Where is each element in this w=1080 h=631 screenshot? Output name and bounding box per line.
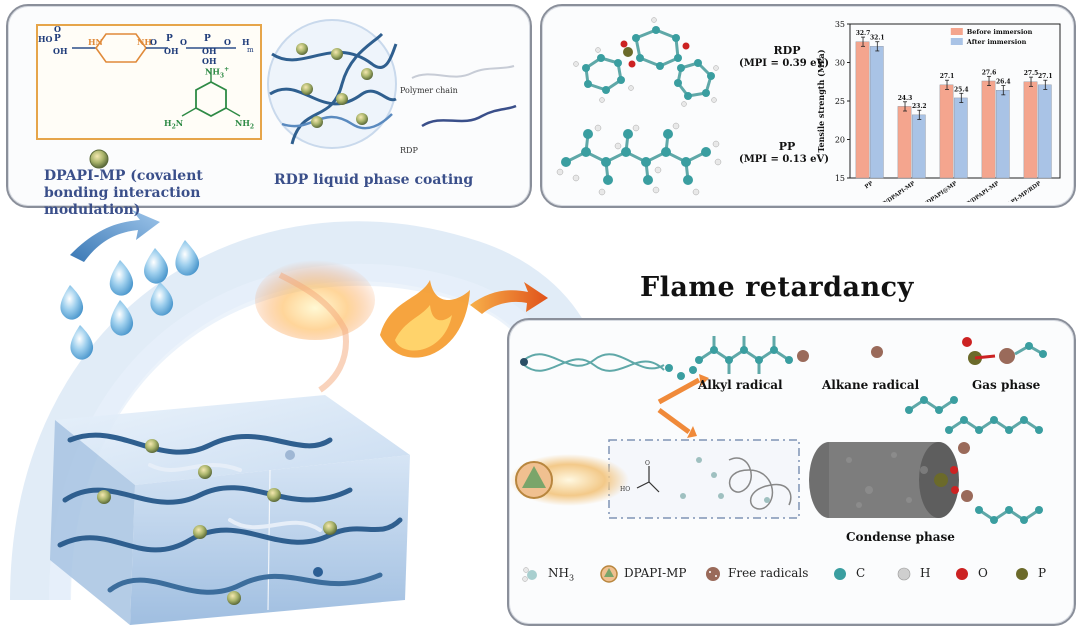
y-tick-label: 30 (835, 59, 845, 68)
structure-label-p2: P (166, 34, 173, 44)
structure-label-m: m (247, 46, 254, 54)
structure-label-h2n: H2N (164, 118, 184, 131)
structure-label-o2: O (150, 37, 157, 47)
phosphate-o-label: O (645, 460, 650, 467)
oxygen-atom-icon (956, 568, 968, 580)
gas-phase-label: Gas phase (972, 378, 1041, 392)
y-tick-label: 35 (835, 20, 845, 29)
bar-before (981, 80, 996, 179)
bar-value-label: 23.2 (912, 103, 927, 110)
legend-c: C (856, 566, 866, 580)
bar-value-label: 32.1 (870, 35, 885, 42)
y-tick-label: 15 (835, 174, 845, 183)
structure-label-oh1: OH (53, 46, 68, 56)
bar-value-label: 27.1 (1038, 73, 1053, 80)
dpapi-bead-icon (89, 149, 109, 169)
y-tick-label: 20 (835, 136, 845, 145)
x-tick-label: PP (864, 181, 874, 191)
rdp-molecule-label: RDP (773, 44, 801, 57)
bar-after (911, 114, 926, 179)
structure-label-o4: O (224, 37, 231, 47)
bar-after (953, 97, 968, 179)
flame-mechanism (509, 336, 1047, 524)
polymer-chain-label: Polymer chain (400, 86, 458, 95)
up-arrow-icon (70, 210, 160, 262)
dpapi-caption: DPAPI-MP (covalent bonding interaction m… (44, 168, 203, 218)
legend-swatch (950, 38, 963, 45)
bar-value-label: 24.3 (898, 95, 913, 102)
dpapi-structure (72, 33, 241, 118)
legend-free-radicals: Free radicals (728, 566, 809, 580)
legend-label: Before immersion (967, 28, 1033, 36)
right-arrow-icon (470, 282, 548, 314)
pp-molecule (556, 122, 722, 196)
structure-label-h: H (242, 37, 250, 47)
flame-icon (255, 260, 470, 393)
structure-label-nh2: NH2 (235, 118, 255, 131)
legend: NH3 DPAPI-MP Free radicals C H O P (520, 562, 1060, 586)
bar-before (939, 84, 954, 179)
carbon-atom-icon (834, 568, 846, 580)
x-tick-label: PP/DPAPI-MP (878, 181, 916, 202)
structure-label-oh3: OH (202, 46, 217, 56)
rdp-caption: RDP liquid phase coating (274, 172, 474, 188)
pp-mpi-value: (MPI = 0.13 eV) (738, 154, 830, 165)
x-tick-label: PP/DPAPI@MP (917, 180, 958, 202)
hydrogen-atom-icon (897, 567, 911, 581)
bar-value-label: 25.4 (954, 86, 969, 93)
structure-label-nh: NH (137, 37, 152, 47)
legend-swatch (950, 28, 963, 35)
water-drops-icon (60, 240, 200, 360)
dpapi-legend-icon (600, 565, 618, 583)
polymer-chain-icon (411, 65, 517, 128)
structure-label-oh2: OH (164, 46, 179, 56)
bar-value-label: 27.5 (1024, 70, 1039, 77)
structure-label-o3: O (180, 37, 187, 47)
bar-before (855, 41, 870, 179)
rdp-coating-illustration (267, 19, 398, 149)
nh3-icon (522, 567, 537, 582)
legend-o: O (978, 566, 988, 580)
legend-p: P (1038, 566, 1047, 580)
bar-before (1023, 81, 1038, 179)
phosphate-ho-label: HO (620, 486, 631, 493)
bar-before (897, 106, 912, 179)
structure-label-o1: O (54, 24, 61, 34)
structure-label-nh3: NH3+ (205, 66, 230, 80)
rdp-mpi-value: (MPI = 0.39 eV) (738, 58, 830, 69)
phosphorus-atom-icon (1016, 568, 1028, 580)
structure-label-p3: P (204, 34, 211, 44)
legend-dpapi: DPAPI-MP (624, 566, 687, 580)
legend-nh3: NH3 (548, 566, 575, 583)
x-tick-label: PP/DPAPI-MP/RDP (991, 181, 1042, 202)
y-tick-label: 25 (835, 97, 845, 106)
bar-value-label: 27.6 (982, 69, 997, 76)
y-axis-label: Tensile strength (MPa) (816, 49, 826, 152)
bar-value-label: 26.4 (996, 79, 1011, 86)
bar-after (1037, 84, 1052, 179)
pp-molecule-label: PP (778, 140, 796, 153)
dpapi-structure-box (36, 24, 262, 140)
rdp-molecule (573, 17, 719, 107)
structure-label-ho: HO (38, 34, 53, 44)
bar-value-label: 32.7 (856, 30, 871, 37)
x-tick-label: PP/DPAPI-MP (962, 181, 1000, 202)
condense-phase-label: Condense phase (846, 530, 955, 544)
alkyl-radical-label: Alkyl radical (698, 378, 783, 392)
structure-label-p1: P (54, 34, 61, 44)
alkane-radical-label: Alkane radical (822, 378, 920, 392)
legend-label: After immersion (966, 38, 1027, 46)
rdp-label-small: RDP (400, 146, 418, 155)
flame-retardancy-title: Flame retardancy (640, 272, 914, 303)
bar-after (869, 46, 884, 179)
polymer-box (50, 395, 410, 625)
bar-value-label: 27.1 (940, 73, 955, 80)
structure-label-hn: HN (88, 37, 103, 47)
legend-h: H (920, 566, 931, 580)
bar-after (995, 90, 1010, 179)
structure-label-oh4: OH (202, 56, 217, 66)
free-radical-icon (706, 567, 720, 581)
